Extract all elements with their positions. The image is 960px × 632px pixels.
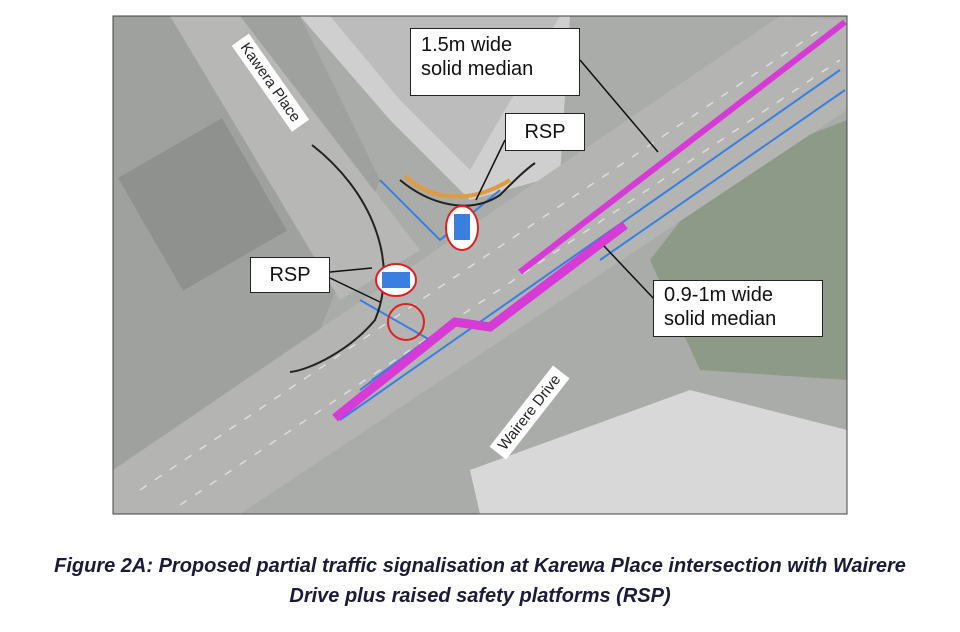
rsp-platform-left (375, 263, 417, 297)
label-rsp-top: RSP (505, 113, 585, 151)
label-rsp-left: RSP (250, 257, 330, 293)
label-line: solid median (421, 58, 534, 80)
wairere-drive-road (113, 16, 847, 514)
building-bottom (470, 390, 847, 514)
median-upper (518, 19, 847, 275)
label-line: 1.5m wide (421, 34, 513, 56)
median-lower (332, 221, 628, 422)
label-line: solid median (664, 308, 777, 330)
label-line: 0.9-1m wide (664, 284, 773, 306)
label-median-lower: 0.9-1m wide solid median (653, 280, 823, 337)
kawera-place-road (170, 16, 420, 300)
figure-caption-line2: Drive plus raised safety platforms (RSP) (289, 585, 671, 607)
rsp-platform-top (445, 205, 479, 251)
rsp-platform-lower (387, 303, 425, 341)
label-median-upper: 1.5m wide solid median (410, 28, 580, 96)
figure-caption-line1: Figure 2A: Proposed partial traffic sign… (54, 555, 906, 577)
